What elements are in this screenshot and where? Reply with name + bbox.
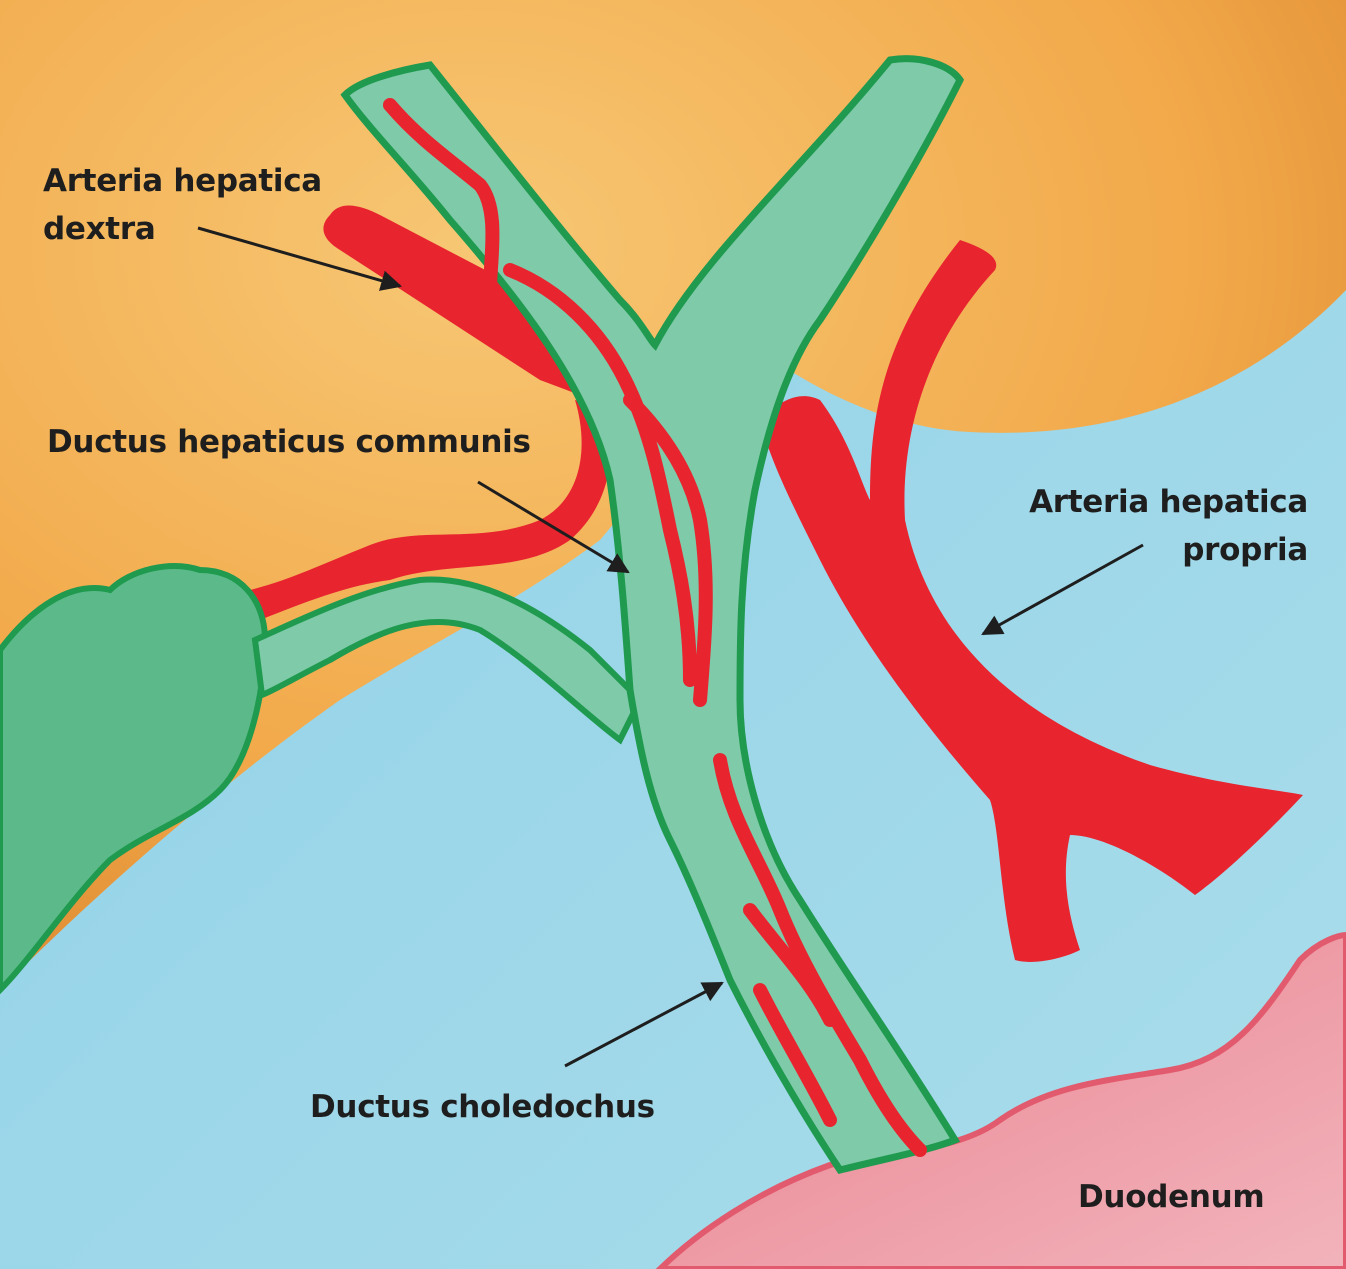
cystic-artery: [250, 400, 611, 620]
label-duodenum: Duodenum: [1078, 1179, 1265, 1215]
arrow-arteria-hepatica-dextra: [197, 226, 403, 291]
cystic-duct: [251, 576, 644, 745]
label-arteria-hepatica-dextra: Arteria hepatica dextra: [43, 157, 322, 253]
arteria-hepatica-propria: [760, 240, 1303, 962]
label-arteria-hepatica-dextra-line2: dextra: [43, 211, 156, 247]
label-arteria-hepatica-propria-line1: Arteria hepatica: [1029, 484, 1308, 520]
label-ductus-choledochus: Ductus choledochus: [310, 1089, 655, 1125]
label-arteria-hepatica-propria: Arteria hepatica propria: [1029, 478, 1308, 574]
bile-duct: [340, 55, 965, 1174]
label-arteria-hepatica-dextra-line1: Arteria hepatica: [43, 163, 322, 199]
duodenum-shape: [655, 931, 1346, 1269]
arrow-arteria-hepatica-propria: [981, 543, 1144, 636]
label-arteria-hepatica-propria-line2: propria: [1182, 532, 1308, 568]
label-ductus-hepaticus-communis: Ductus hepaticus communis: [47, 424, 531, 460]
duct-vessels-upper: [383, 98, 713, 707]
duct-vessels-lower: [713, 753, 927, 1157]
arrow-ductus-choledochus: [564, 981, 724, 1068]
arrow-ductus-hepaticus-communis: [477, 480, 630, 574]
